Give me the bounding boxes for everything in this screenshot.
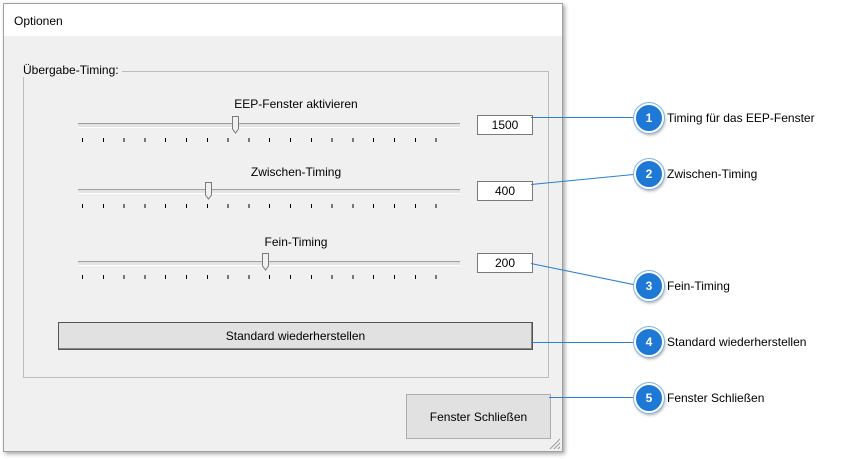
callout-text-5: Fenster Schließen xyxy=(667,391,765,405)
slider-thumb-eep-window[interactable] xyxy=(231,116,239,134)
slider-track-intermediate-timing[interactable] xyxy=(78,189,460,194)
dialog-title: Optionen xyxy=(14,14,63,28)
slider-label-eep-window: EEP-Fenster aktivieren xyxy=(234,97,358,111)
group-label: Übergabe-Timing: xyxy=(20,63,122,77)
value-field-eep-window[interactable]: 1500 xyxy=(477,115,533,135)
dialog-titlebar[interactable]: Optionen xyxy=(4,4,562,36)
callout-text-4: Standard wiederherstellen xyxy=(667,335,807,349)
slider-label-fine-timing: Fein-Timing xyxy=(264,235,328,249)
options-dialog: Optionen Übergabe-Timing: EEP-Fenster ak… xyxy=(3,3,563,452)
callout-text-2: Zwischen-Timing xyxy=(667,167,758,181)
slider-thumb-fine-timing[interactable] xyxy=(262,253,270,271)
callout-line-4 xyxy=(531,342,638,343)
callout-badge-1: 1 xyxy=(634,103,664,133)
callout-line-5 xyxy=(549,397,638,398)
slider-ticks-eep-window xyxy=(82,138,456,142)
slider-thumb-intermediate-timing[interactable] xyxy=(205,182,213,200)
callout-badge-5: 5 xyxy=(634,383,664,413)
value-field-intermediate-timing[interactable]: 400 xyxy=(477,181,533,201)
handover-timing-group xyxy=(23,71,549,378)
slider-label-intermediate-timing: Zwischen-Timing xyxy=(250,165,342,179)
close-window-button[interactable]: Fenster Schließen xyxy=(406,394,551,439)
slider-ticks-intermediate-timing xyxy=(82,204,456,208)
callout-badge-3: 3 xyxy=(634,271,664,301)
slider-track-eep-window[interactable] xyxy=(78,123,460,128)
slider-ticks-fine-timing xyxy=(82,275,456,279)
callout-text-1: Timing für das EEP-Fenster xyxy=(667,111,815,125)
resize-grip-icon[interactable] xyxy=(548,437,560,449)
callout-badge-4: 4 xyxy=(634,327,664,357)
callout-line-1 xyxy=(531,117,638,118)
callout-text-3: Fein-Timing xyxy=(667,279,730,293)
value-field-fine-timing[interactable]: 200 xyxy=(477,253,533,273)
restore-defaults-button[interactable]: Standard wiederherstellen xyxy=(58,322,533,350)
callout-badge-2: 2 xyxy=(634,159,664,189)
